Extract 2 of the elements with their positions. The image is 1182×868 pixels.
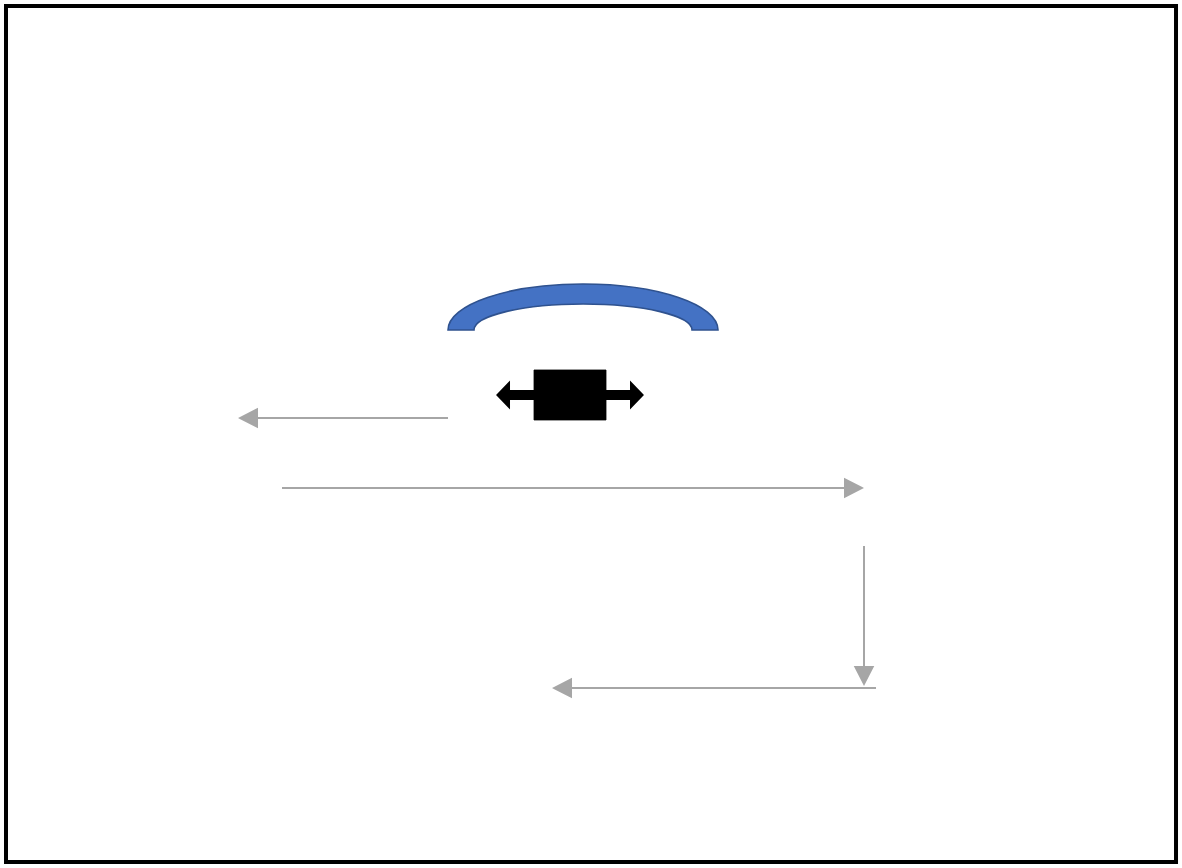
arc-shape xyxy=(447,283,719,331)
double-arrow-block xyxy=(496,369,644,421)
